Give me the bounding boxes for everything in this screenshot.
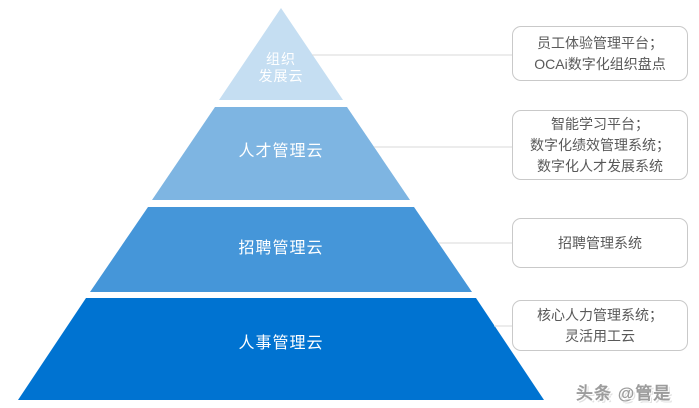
- callout-line: 招聘管理系统: [558, 234, 642, 251]
- callout-line: 员工体验管理平台；: [537, 34, 663, 51]
- callout-line: 智能学习平台；: [551, 115, 649, 132]
- tier-label-line: 人事管理云: [238, 335, 324, 352]
- watermark-text: 头条 @管是: [576, 384, 672, 403]
- tier-label-line: 发展云: [258, 68, 304, 84]
- tier-label-organization-development: 组织 发展云: [259, 51, 304, 85]
- callout-line: 灵活用工云: [565, 327, 635, 344]
- callout-line: OCAi数字化组织盘点: [534, 55, 666, 72]
- tier-shape-organization-development: [219, 8, 343, 100]
- tier-label-line: 人才管理云: [238, 143, 324, 160]
- tier-label-talent-management: 人才管理云: [238, 142, 323, 162]
- tier-shape-recruitment-management: [90, 207, 472, 292]
- callout-recruitment-system: 招聘管理系统: [512, 218, 688, 268]
- tier-label-recruitment-management: 招聘管理云: [238, 239, 323, 259]
- callout-employee-experience: 员工体验管理平台； OCAi数字化组织盘点: [512, 26, 688, 81]
- callout-line: 数字化人才发展系统: [537, 157, 663, 174]
- tier-label-hr-management: 人事管理云: [238, 334, 323, 354]
- callout-line: 核心人力管理系统；: [537, 306, 663, 323]
- tier-shape-talent-management: [152, 107, 410, 200]
- tier-label-line: 组织: [266, 51, 296, 67]
- tier-label-line: 招聘管理云: [238, 240, 324, 257]
- callout-line: 数字化绩效管理系统；: [530, 136, 670, 153]
- callout-core-hr: 核心人力管理系统； 灵活用工云: [512, 300, 688, 351]
- tier-shape-hr-management: [18, 298, 544, 400]
- callout-smart-learning: 智能学习平台； 数字化绩效管理系统； 数字化人才发展系统: [512, 110, 688, 180]
